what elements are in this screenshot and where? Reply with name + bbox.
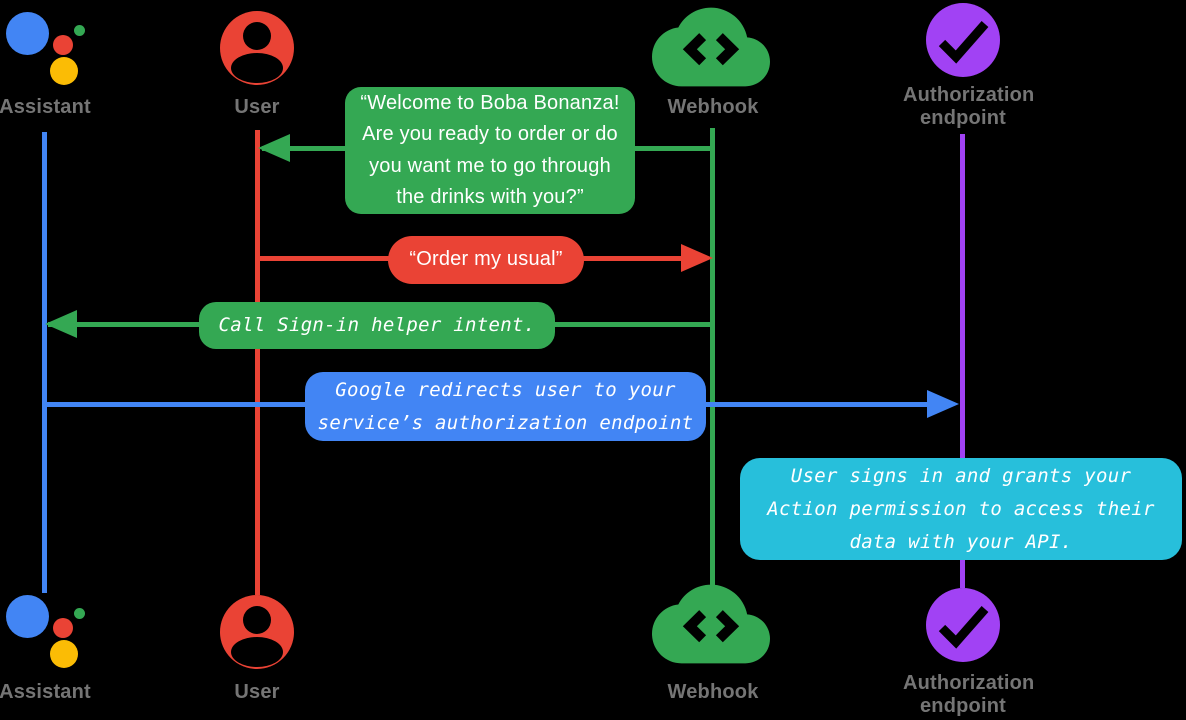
auth-label-line1: Authorization bbox=[903, 84, 1035, 106]
signin-text: Call Sign-in helper intent. bbox=[218, 314, 536, 336]
google-assistant-icon-bottom bbox=[6, 593, 98, 673]
grant-note-bubble: User signs in and grants your Action per… bbox=[740, 458, 1182, 560]
cloud-code-icon-bottom bbox=[652, 584, 770, 664]
order-text: “Order my usual” bbox=[409, 248, 563, 271]
auth-label-top: Authorization endpoint bbox=[903, 84, 1035, 130]
assistant-blue-circle bbox=[6, 12, 49, 55]
assistant-label-bottom: Assistant bbox=[0, 681, 91, 703]
user-icon-shoulders-cutout bbox=[231, 53, 283, 83]
redirect-line-2: service’s authorization endpoint bbox=[317, 411, 694, 434]
auth-label-bottom: Authorization endpoint bbox=[903, 672, 1035, 718]
user-label-bottom: User bbox=[234, 681, 280, 703]
auth-label-line2: endpoint bbox=[919, 695, 1007, 717]
code-right-chevron bbox=[715, 33, 740, 66]
welcome-message-bubble: “Welcome to Boba Bonanza! Are you ready … bbox=[345, 87, 635, 214]
welcome-line-1: “Welcome to Boba Bonanza! bbox=[360, 91, 620, 114]
user-icon-head-cutout bbox=[243, 606, 271, 634]
webhook-label-bottom: Webhook bbox=[667, 681, 759, 703]
user-label-top: User bbox=[234, 96, 280, 118]
check-mark bbox=[938, 21, 989, 64]
user-icon-shoulders-cutout bbox=[231, 637, 283, 667]
assistant-green-dot bbox=[74, 25, 85, 36]
welcome-line-4: the drinks with you?” bbox=[396, 186, 584, 208]
welcome-line-3: you want me to go through bbox=[369, 154, 611, 177]
signin-arrowhead-left bbox=[45, 310, 77, 338]
code-left-chevron bbox=[682, 33, 707, 66]
assistant-green-dot bbox=[74, 608, 85, 619]
auth-lifeline bbox=[960, 134, 965, 588]
welcome-line-2: Are you ready to order or do bbox=[362, 123, 618, 145]
grant-line-3: data with your API. bbox=[849, 530, 1073, 553]
code-right-chevron bbox=[715, 610, 740, 643]
assistant-lifeline bbox=[42, 132, 47, 593]
auth-label-line1: Authorization bbox=[903, 672, 1035, 694]
check-circle-icon-bottom bbox=[926, 588, 1000, 662]
redirect-line-1: Google redirects user to your bbox=[335, 378, 676, 401]
grant-line-2: Action permission to access their bbox=[767, 497, 1155, 520]
user-icon-body-circle bbox=[220, 595, 294, 669]
assistant-red-circle bbox=[53, 35, 73, 55]
assistant-yellow-circle bbox=[50, 57, 78, 85]
assistant-red-circle bbox=[53, 618, 73, 638]
order-arrowhead-right bbox=[681, 244, 713, 272]
user-icon-head-cutout bbox=[243, 22, 271, 50]
grant-line-1: User signs in and grants your bbox=[790, 464, 1132, 487]
assistant-label-top: Assistant bbox=[0, 96, 91, 118]
webhook-label-top: Webhook bbox=[667, 96, 759, 118]
welcome-arrowhead-left bbox=[258, 134, 290, 162]
cloud-code-icon bbox=[652, 7, 770, 87]
signin-message-line-left bbox=[48, 322, 199, 327]
user-icon-bottom bbox=[220, 595, 294, 669]
user-lifeline bbox=[255, 130, 260, 595]
assistant-blue-circle bbox=[6, 595, 49, 638]
auth-label-line2: endpoint bbox=[919, 107, 1007, 129]
check-mark bbox=[938, 606, 989, 649]
signin-message-line-right bbox=[555, 322, 711, 327]
google-assistant-icon bbox=[6, 10, 98, 90]
redirect-arrowhead-right bbox=[927, 390, 959, 418]
assistant-yellow-circle bbox=[50, 640, 78, 668]
user-icon bbox=[220, 11, 294, 85]
code-left-chevron bbox=[682, 610, 707, 643]
redirect-message-bubble: Google redirects user to your service’s … bbox=[305, 372, 706, 441]
check-circle-icon bbox=[926, 3, 1000, 77]
user-icon-body-circle bbox=[220, 11, 294, 85]
order-message-bubble: “Order my usual” bbox=[388, 236, 584, 284]
webhook-lifeline bbox=[710, 128, 715, 585]
signin-message-bubble: Call Sign-in helper intent. bbox=[199, 302, 555, 349]
